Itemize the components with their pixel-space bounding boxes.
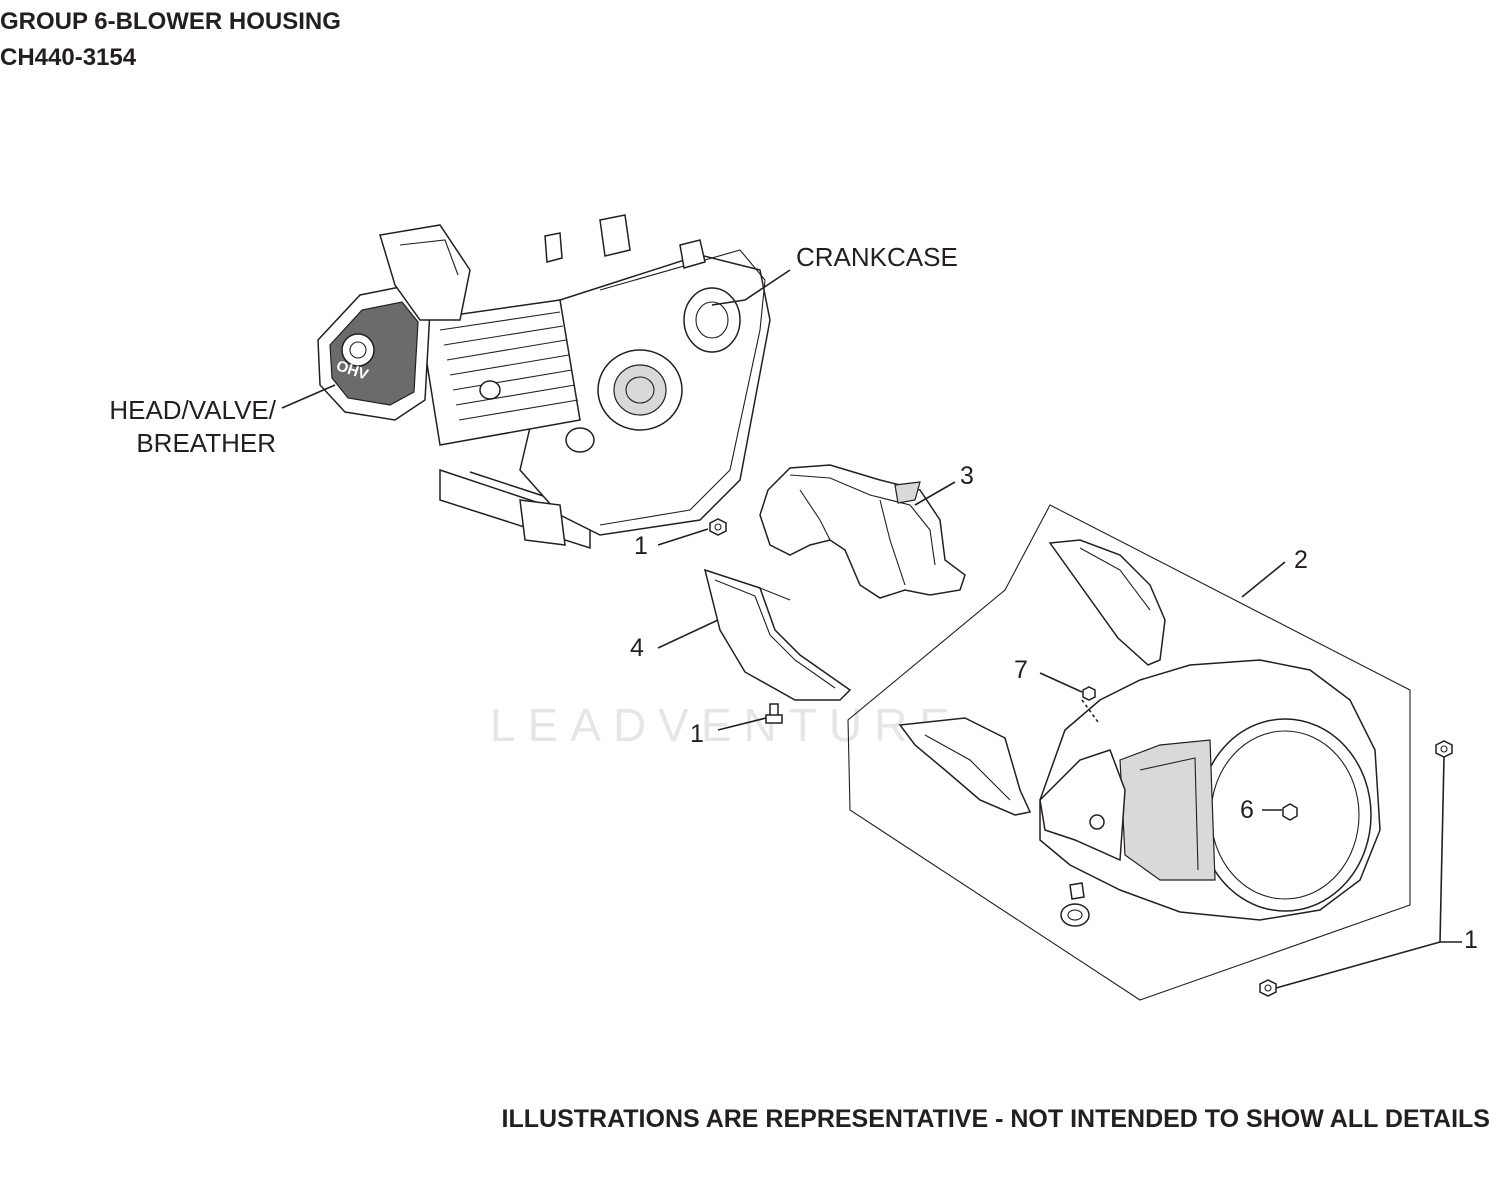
nut-icon <box>1082 686 1096 701</box>
leader-lines <box>281 269 1462 989</box>
cylinder-baffle-drawing <box>759 464 966 599</box>
model-number: CH440-3154 <box>0 44 137 71</box>
head-valve-breather-label-line2: BREATHER <box>136 428 276 458</box>
bolt-icon <box>1435 740 1453 758</box>
group-title: GROUP 6-BLOWER HOUSING <box>0 8 341 35</box>
callout-1: 1 <box>1464 926 1478 954</box>
callout-1: 1 <box>634 532 648 560</box>
bolt-icon <box>765 703 783 724</box>
bolt-icon <box>709 518 727 536</box>
disclaimer-footer: ILLUSTRATIONS ARE REPRESENTATIVE - NOT I… <box>501 1105 1490 1133</box>
nut-icon <box>1282 803 1298 821</box>
head-valve-breather-label-line1: HEAD/VALVE/ <box>109 395 276 425</box>
callout-3: 3 <box>960 462 974 490</box>
callout-2: 2 <box>1294 546 1308 574</box>
crankcase-label: CRANKCASE <box>796 242 958 272</box>
callout-1: 1 <box>690 720 704 748</box>
air-guide-drawing <box>703 568 852 701</box>
watermark: LEADVENTURE <box>490 699 962 751</box>
callout-7: 7 <box>1014 656 1028 684</box>
bolt-icon <box>1259 979 1277 997</box>
callout-4: 4 <box>630 634 644 662</box>
callout-6: 6 <box>1240 796 1254 824</box>
engine-crankcase-drawing <box>317 214 771 550</box>
